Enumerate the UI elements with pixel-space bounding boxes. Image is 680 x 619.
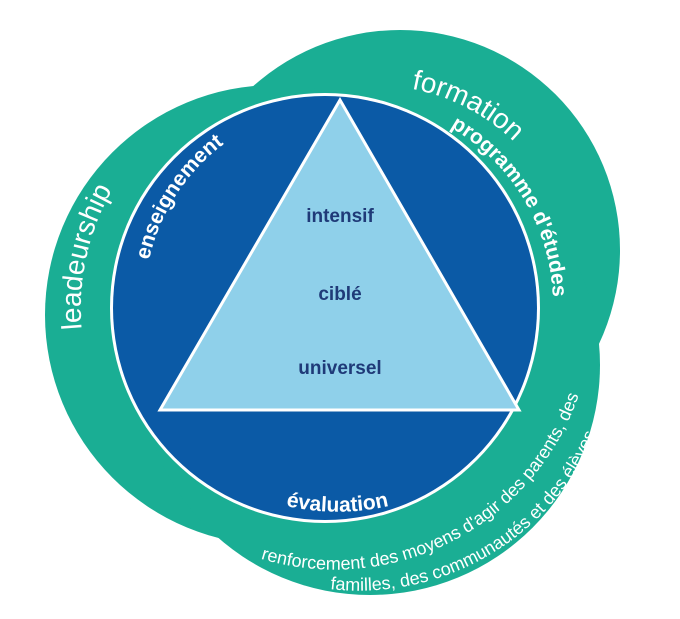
tier-cible: ciblé: [318, 284, 361, 305]
tier-universel: universel: [298, 358, 381, 379]
tier-intensif: intensif: [306, 206, 374, 227]
tier-triangle: [157, 97, 522, 412]
